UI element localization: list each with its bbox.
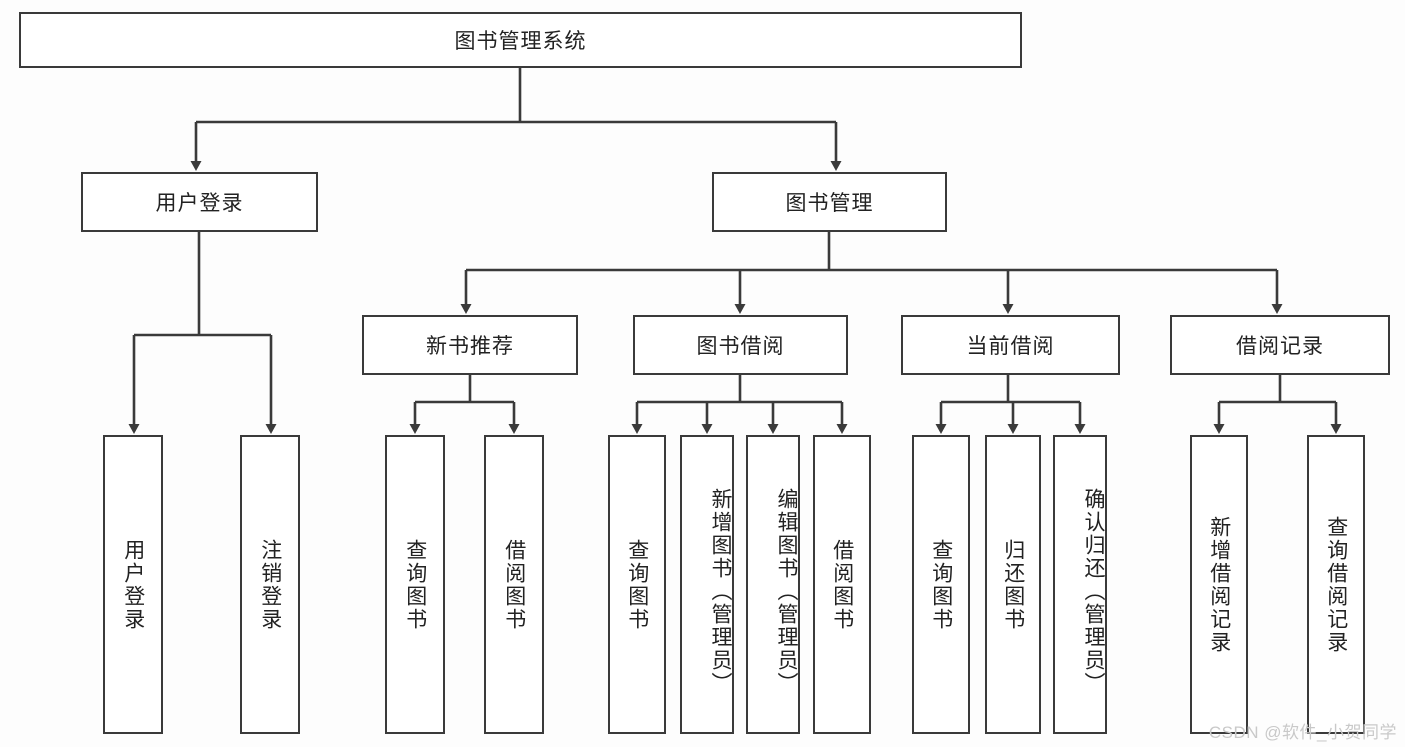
node-book-borrow-label: 图书借阅 [696,335,785,358]
node-current-borrow-label: 当前借阅 [966,335,1055,358]
node-leaf-borrow-book-2[interactable]: 借阅图书 [813,435,871,734]
node-current-borrow[interactable]: 当前借阅 [901,315,1120,375]
node-book-manage[interactable]: 图书管理 [712,172,947,232]
node-leaf-borrow-book-2-label: 借阅图书 [830,538,854,631]
node-new-book-rec[interactable]: 新书推荐 [362,315,578,375]
node-root-label: 图书管理系统 [454,30,587,53]
watermark-text: CSDN @软件_小贺同学 [1208,723,1397,742]
node-leaf-query-book-1-label: 查询图书 [403,538,427,631]
node-leaf-user-login[interactable]: 用户登录 [103,435,163,734]
node-new-book-rec-label: 新书推荐 [426,335,514,358]
node-leaf-query-record[interactable]: 查询借阅记录 [1307,435,1365,734]
node-leaf-edit-book[interactable]: 编辑图书（管理员） [746,435,800,734]
node-leaf-logout-label: 注销登录 [258,538,282,631]
node-leaf-add-book-label: 新增图书（管理员） [709,488,732,695]
node-root[interactable]: 图书管理系统 [19,12,1022,68]
node-book-manage-label: 图书管理 [785,192,874,215]
node-leaf-add-record-label: 新增借阅记录 [1207,515,1231,654]
node-user-login[interactable]: 用户登录 [81,172,318,232]
node-leaf-return-book-label: 归还图书 [1001,538,1025,631]
node-leaf-query-record-label: 查询借阅记录 [1324,515,1348,654]
node-leaf-query-book-3[interactable]: 查询图书 [912,435,970,734]
node-leaf-add-record[interactable]: 新增借阅记录 [1190,435,1248,734]
node-borrow-record[interactable]: 借阅记录 [1170,315,1390,375]
node-leaf-query-book-3-label: 查询图书 [929,538,953,631]
node-leaf-query-book-2-label: 查询图书 [625,538,649,631]
node-leaf-query-book-1[interactable]: 查询图书 [385,435,445,734]
node-book-borrow[interactable]: 图书借阅 [633,315,848,375]
node-borrow-record-label: 借阅记录 [1236,335,1324,358]
node-leaf-borrow-book-1-label: 借阅图书 [502,538,526,631]
node-user-login-label: 用户登录 [155,192,244,215]
node-leaf-user-login-label: 用户登录 [121,538,145,631]
node-leaf-return-book[interactable]: 归还图书 [985,435,1041,734]
node-leaf-confirm-return-label: 确认归还（管理员） [1082,488,1105,695]
node-leaf-logout[interactable]: 注销登录 [240,435,300,734]
node-leaf-add-book[interactable]: 新增图书（管理员） [680,435,734,734]
node-leaf-edit-book-label: 编辑图书（管理员） [775,488,798,695]
node-leaf-confirm-return[interactable]: 确认归还（管理员） [1053,435,1107,734]
node-leaf-query-book-2[interactable]: 查询图书 [608,435,666,734]
node-leaf-borrow-book-1[interactable]: 借阅图书 [484,435,544,734]
